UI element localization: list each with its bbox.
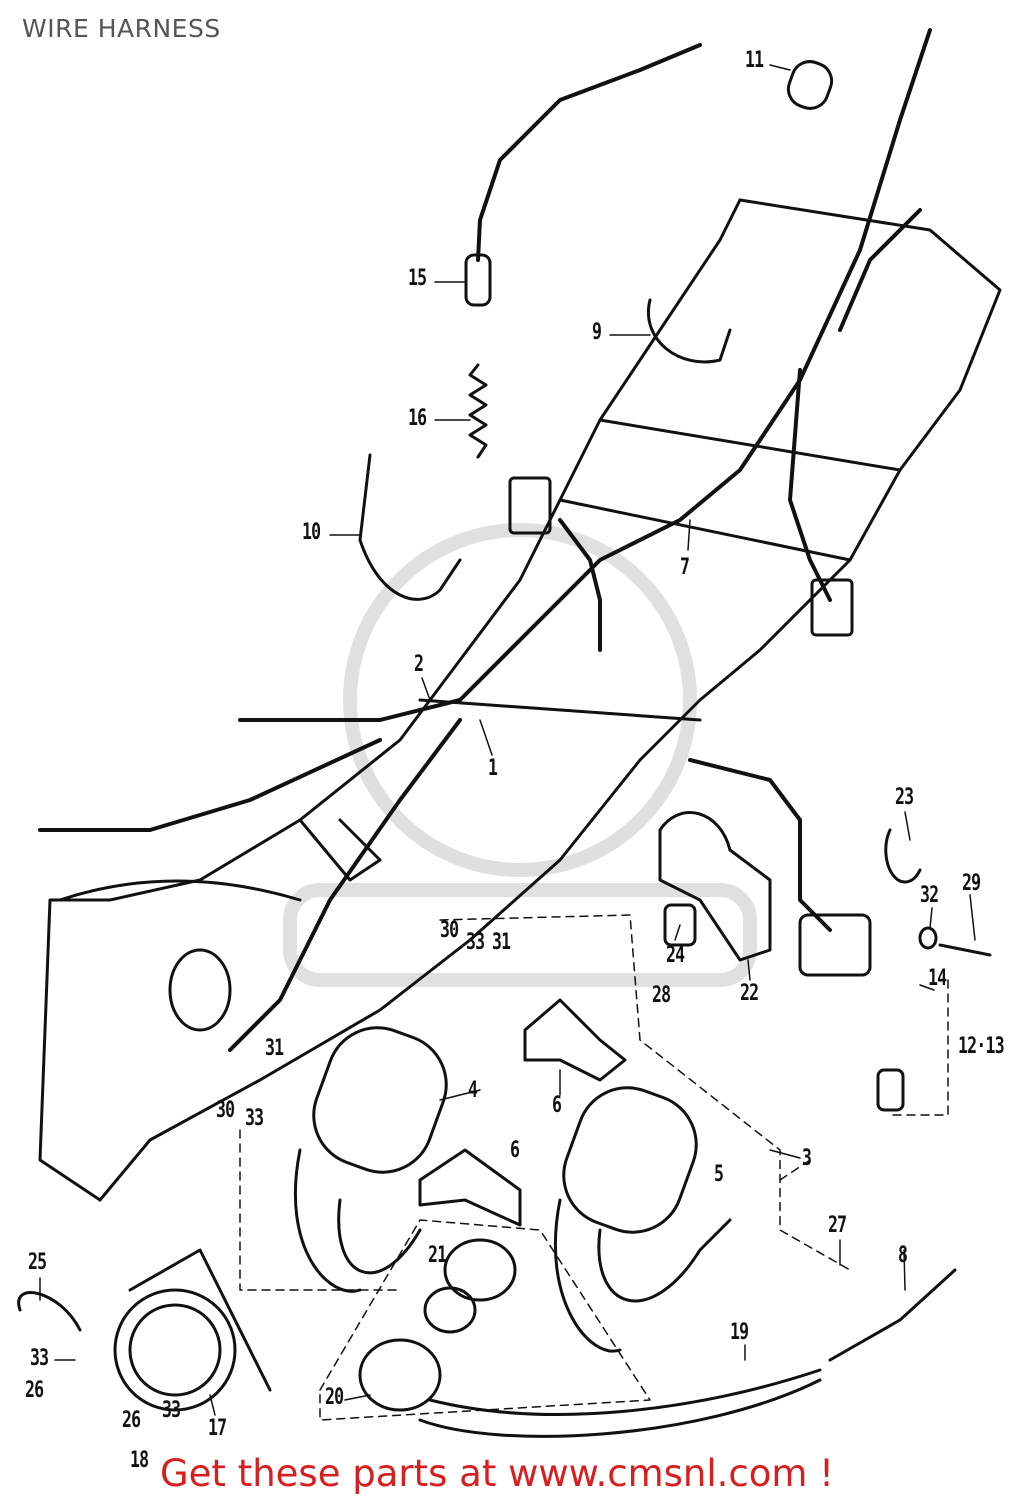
callout-30: 30: [440, 918, 459, 943]
callout-6: 6: [552, 1093, 562, 1118]
callout-33: 33: [30, 1346, 49, 1371]
callout-14: 14: [928, 966, 947, 991]
callout-5: 5: [714, 1162, 724, 1187]
leader-lines: [39, 64, 976, 1416]
callout-23: 23: [895, 785, 914, 810]
callout-6: 6: [510, 1138, 520, 1163]
diagram-title: WIRE HARNESS: [22, 14, 221, 43]
callout-1: 1: [488, 756, 498, 781]
callout-4: 4: [468, 1078, 478, 1103]
callout-8: 8: [898, 1243, 908, 1268]
callout-18: 18: [130, 1448, 149, 1473]
callout-29: 29: [962, 871, 981, 896]
watermark-logo: [283, 523, 757, 987]
callout-26: 26: [25, 1378, 44, 1403]
callout-17: 17: [208, 1416, 227, 1441]
callout-31: 31: [492, 930, 511, 955]
callout-26: 26: [122, 1408, 141, 1433]
cmsnl-parts-link[interactable]: Get these parts at www.cmsnl.com !: [160, 1452, 835, 1495]
callout-33: 33: [466, 930, 485, 955]
callout-31: 31: [265, 1036, 284, 1061]
callout-20: 20: [325, 1385, 344, 1410]
callout-7: 7: [680, 555, 690, 580]
callout-3: 3: [802, 1146, 812, 1171]
callout-9: 9: [592, 320, 602, 345]
callout-33: 33: [162, 1398, 181, 1423]
parts: [17, 60, 992, 1438]
callout-21: 21: [428, 1243, 447, 1268]
callout-19: 19: [730, 1320, 749, 1345]
callout-25: 25: [28, 1250, 47, 1275]
callout-24: 24: [666, 943, 685, 968]
callout-15: 15: [408, 266, 427, 291]
callout-28: 28: [652, 983, 671, 1008]
callout-27: 27: [828, 1213, 847, 1238]
callout-30: 30: [216, 1098, 235, 1123]
group-outlines: [239, 914, 949, 1421]
frame: [38, 198, 1002, 1202]
callout-22: 22: [740, 981, 759, 1006]
callout-16: 16: [408, 406, 427, 431]
callout-32: 32: [920, 883, 939, 908]
callout-33: 33: [245, 1106, 264, 1131]
callout-12-13: 12·13: [958, 1034, 1005, 1059]
callout-2: 2: [414, 652, 424, 677]
callout-11: 11: [745, 48, 764, 73]
callout-10: 10: [302, 520, 321, 545]
